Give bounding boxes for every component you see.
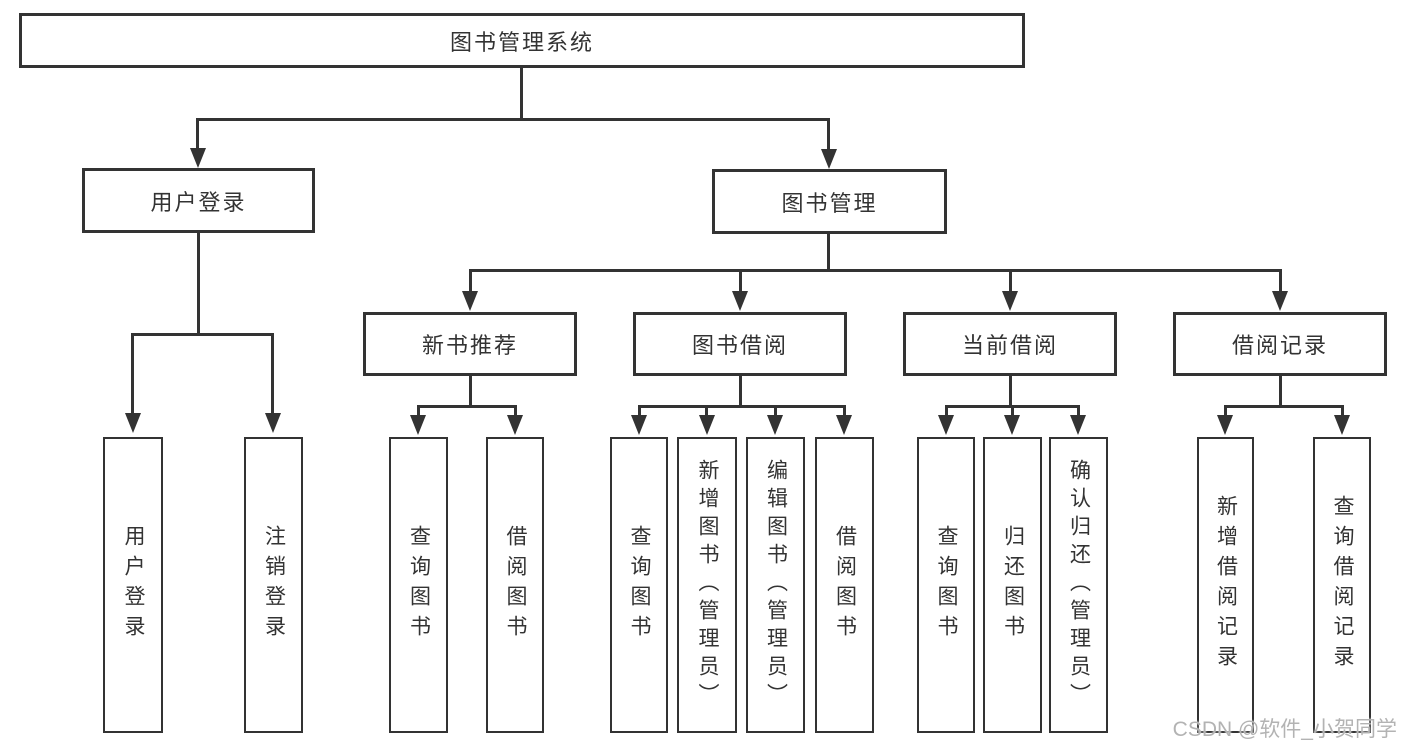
connector-line bbox=[739, 374, 742, 408]
node-current-borrowing: 当前借阅 bbox=[903, 312, 1117, 376]
connector-line bbox=[1011, 405, 1014, 416]
connector-line bbox=[1341, 405, 1344, 416]
leaf-user-login: 用户登录 bbox=[103, 437, 163, 733]
leaf-label: 新增图书（管理员） bbox=[696, 459, 719, 711]
leaf-query-books: 查询图书 bbox=[610, 437, 668, 733]
arrow-down-icon bbox=[1217, 415, 1233, 435]
leaf-query-books: 查询图书 bbox=[917, 437, 975, 733]
leaf-label: 查询图书 bbox=[628, 525, 651, 645]
leaf-borrow-books: 借阅图书 bbox=[486, 437, 544, 733]
leaf-edit-book-admin: 编辑图书（管理员） bbox=[746, 437, 805, 733]
arrow-down-icon bbox=[190, 148, 206, 168]
leaf-query-books: 查询图书 bbox=[389, 437, 448, 733]
connector-line bbox=[514, 405, 517, 416]
arrow-down-icon bbox=[1004, 415, 1020, 435]
leaf-label: 查询借阅记录 bbox=[1331, 495, 1354, 675]
node-user-login: 用户登录 bbox=[82, 168, 315, 233]
leaf-query-borrow-record: 查询借阅记录 bbox=[1313, 437, 1371, 733]
leaf-label: 查询图书 bbox=[407, 525, 431, 645]
connector-line bbox=[945, 405, 948, 416]
arrow-down-icon bbox=[1272, 291, 1288, 311]
leaf-label: 归还图书 bbox=[1001, 525, 1025, 645]
connector-line bbox=[827, 118, 830, 151]
arrow-down-icon bbox=[631, 415, 647, 435]
connector-line bbox=[638, 405, 846, 408]
connector-line bbox=[1077, 405, 1080, 416]
leaf-return-books: 归还图书 bbox=[983, 437, 1042, 733]
node-label: 新书推荐 bbox=[421, 333, 518, 358]
leaf-add-borrow-record: 新增借阅记录 bbox=[1197, 437, 1254, 733]
connector-line bbox=[1224, 405, 1343, 408]
node-book-borrowing: 图书借阅 bbox=[633, 312, 847, 376]
connector-line bbox=[271, 333, 274, 415]
arrow-down-icon bbox=[1334, 415, 1350, 435]
connector-line bbox=[131, 333, 134, 415]
connector-line bbox=[520, 66, 523, 121]
leaf-label: 注销登录 bbox=[262, 525, 286, 645]
connector-line bbox=[417, 405, 517, 408]
connector-line bbox=[1279, 374, 1282, 408]
node-label: 图书管理系统 bbox=[449, 29, 594, 55]
arrow-down-icon bbox=[1002, 291, 1018, 311]
arrow-down-icon bbox=[125, 413, 141, 433]
arrow-down-icon bbox=[1070, 415, 1086, 435]
arrow-down-icon bbox=[462, 291, 478, 311]
leaf-label: 借阅图书 bbox=[833, 525, 857, 645]
node-label: 图书借阅 bbox=[691, 333, 788, 358]
connector-line bbox=[1279, 269, 1282, 292]
node-label: 当前借阅 bbox=[961, 333, 1058, 358]
connector-line bbox=[705, 405, 708, 416]
csdn-watermark: CSDN @软件_小贺同学 bbox=[1172, 718, 1397, 741]
leaf-label: 新增借阅记录 bbox=[1214, 495, 1238, 675]
node-label: 借阅记录 bbox=[1231, 333, 1328, 358]
connector-line bbox=[469, 374, 472, 408]
node-library-management-system: 图书管理系统 bbox=[19, 13, 1025, 68]
node-borrowing-records: 借阅记录 bbox=[1173, 312, 1387, 376]
arrow-down-icon bbox=[938, 415, 954, 435]
arrow-down-icon bbox=[507, 415, 523, 435]
leaf-add-book-admin: 新增图书（管理员） bbox=[677, 437, 737, 733]
node-book-management: 图书管理 bbox=[712, 169, 947, 234]
leaf-label: 编辑图书（管理员） bbox=[764, 459, 788, 711]
arrow-down-icon bbox=[732, 291, 748, 311]
arrow-down-icon bbox=[265, 413, 281, 433]
connector-line bbox=[417, 405, 420, 416]
arrow-down-icon bbox=[699, 415, 715, 435]
connector-line bbox=[739, 269, 742, 292]
leaf-borrow-books: 借阅图书 bbox=[815, 437, 874, 733]
connector-line bbox=[638, 405, 641, 416]
arrow-down-icon bbox=[410, 415, 426, 435]
leaf-confirm-return-admin: 确认归还（管理员） bbox=[1049, 437, 1108, 733]
connector-line bbox=[196, 118, 830, 121]
connector-line bbox=[197, 231, 200, 335]
node-label: 用户登录 bbox=[150, 189, 247, 215]
connector-line bbox=[1009, 269, 1012, 292]
connector-line bbox=[1009, 374, 1012, 408]
arrow-down-icon bbox=[821, 149, 837, 169]
leaf-logout: 注销登录 bbox=[244, 437, 303, 733]
leaf-label: 确认归还（管理员） bbox=[1067, 459, 1091, 711]
arrow-down-icon bbox=[836, 415, 852, 435]
connector-line bbox=[469, 269, 472, 292]
connector-line bbox=[827, 232, 830, 272]
leaf-label: 借阅图书 bbox=[504, 525, 527, 645]
connector-line bbox=[774, 405, 777, 416]
leaf-label: 查询图书 bbox=[935, 525, 958, 645]
arrow-down-icon bbox=[767, 415, 783, 435]
connector-line bbox=[1224, 405, 1227, 416]
connector-line bbox=[843, 405, 846, 416]
connector-line bbox=[469, 269, 1282, 272]
leaf-label: 用户登录 bbox=[122, 525, 145, 645]
node-new-book-recommendation: 新书推荐 bbox=[363, 312, 577, 376]
connector-line bbox=[131, 333, 274, 336]
node-label: 图书管理 bbox=[781, 190, 878, 216]
connector-line bbox=[196, 118, 199, 150]
